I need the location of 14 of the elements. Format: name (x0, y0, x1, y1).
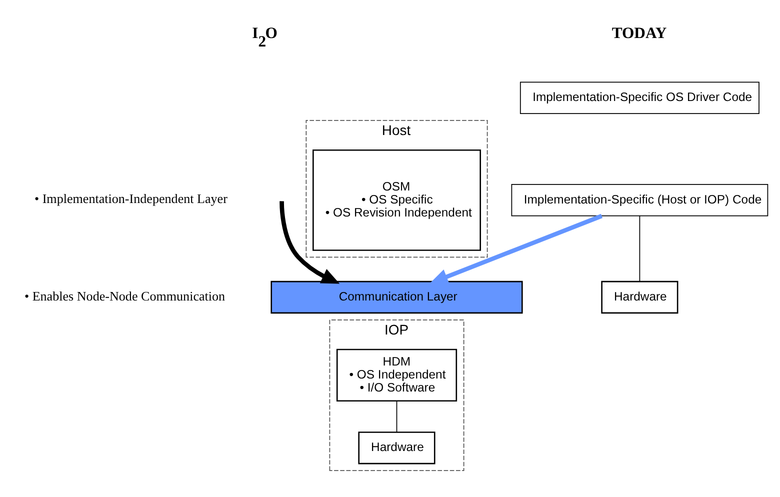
node-box: Hardware (601, 280, 678, 314)
node-box: Implementation-Specific (Host or IOP) Code (511, 184, 768, 216)
arrow (280, 201, 340, 284)
node-box: HDM • OS Independent • I/O Software (336, 348, 458, 402)
label: • Enables Node-Node Communication (24, 288, 226, 304)
node-box: Communication Layer (270, 280, 523, 314)
connector (639, 216, 640, 282)
node-box: Hardware (358, 432, 436, 464)
connector (396, 400, 398, 432)
node-box: Implementation-Specific OS Driver Code (520, 82, 760, 114)
label: • Implementation-Independent Layer (34, 191, 228, 206)
arrow (430, 214, 603, 284)
label: TODAY (612, 25, 667, 42)
node-box: OSM • OS Specific • OS Revision Independent (312, 149, 481, 251)
